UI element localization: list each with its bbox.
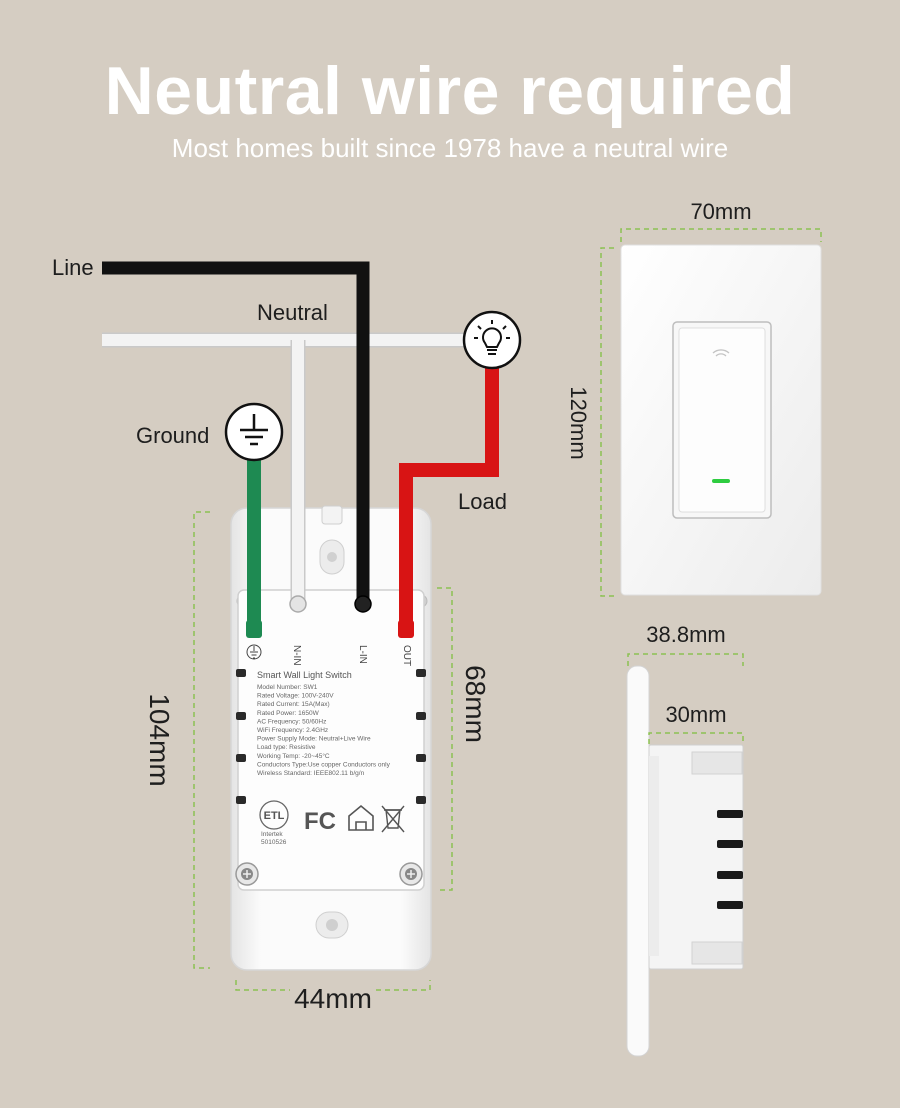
spec-line: AC Frequency: 50/60Hz: [257, 718, 326, 725]
spec-line: Working Temp: -20~45°C: [257, 752, 330, 760]
terminal-label-out: OUT: [401, 645, 412, 666]
spec-line: Rated Voltage: 100V-240V: [257, 693, 334, 700]
switch-back-view: N-IN L-IN OUT Smart Wall Light Switch Mo…: [230, 505, 432, 971]
line-terminal: [354, 595, 372, 613]
ground-terminal: [246, 620, 262, 638]
ground-icon: [224, 402, 284, 462]
wires: [102, 261, 499, 638]
side-notches-profile: [717, 810, 743, 909]
side-notches: [236, 669, 426, 804]
dimension-lines: [193, 511, 453, 991]
page-title: Neutral wire required: [104, 53, 796, 129]
status-led: [712, 479, 730, 483]
dim-width-back: 44mm: [294, 983, 372, 1014]
dim-terminal-span: 68mm: [460, 665, 491, 743]
dim-depth-body: 30mm: [665, 702, 726, 727]
etl-cert-logo: ETL Intertek 5010526: [259, 800, 289, 846]
spec-line: Wireless Standard: IEEE802.11 b/g/n: [257, 770, 365, 777]
dim-depth-total: 38.8mm: [646, 622, 725, 647]
svg-text:ETL: ETL: [264, 810, 285, 822]
page-subtitle: Most homes built since 1978 have a neutr…: [171, 133, 729, 163]
bottom-screw-left: [235, 862, 259, 886]
strap-tab: [321, 505, 343, 525]
ground-label: Ground: [136, 423, 209, 448]
side-body: [648, 744, 744, 970]
ground-terminal-symbol: [246, 644, 262, 660]
side-plate: [626, 665, 650, 1057]
dim-plate-width: 70mm: [690, 199, 751, 224]
switch-side-view: [626, 665, 744, 1057]
dim-height-back: 104mm: [144, 693, 175, 786]
svg-text:Intertek: Intertek: [261, 831, 283, 838]
house-icon: [348, 804, 374, 831]
spec-line: Rated Power: 1650W: [257, 710, 320, 717]
dim-plate-height: 120mm: [566, 386, 591, 459]
terminal-label-n-in: N-IN: [291, 645, 302, 666]
spec-line: Rated Current: 15A(Max): [257, 701, 330, 708]
fc-cert-logo: FC: [304, 808, 336, 835]
load-wire: [399, 366, 499, 630]
load-terminal: [398, 620, 414, 638]
spec-line: Model Number: SW1: [257, 684, 318, 691]
light-bulb-icon: [462, 310, 522, 370]
spec-line: Conductors Type:Use copper Conductors on…: [257, 761, 391, 768]
line-label: Line: [52, 255, 94, 280]
switch-body: [237, 589, 425, 891]
svg-text:5010526: 5010526: [261, 839, 287, 846]
product-name: Smart Wall Light Switch: [257, 670, 352, 680]
spec-line: Power Supply Mode: Neutral+Live Wire: [257, 736, 371, 743]
wifi-icon: [712, 349, 730, 357]
neutral-terminal: [289, 595, 307, 613]
load-label: Load: [458, 489, 507, 514]
switch-front-view: [620, 244, 822, 596]
bottom-screw-right: [399, 862, 423, 886]
spec-line: WiFi Frequency: 2.4GHz: [257, 727, 328, 734]
neutral-label: Neutral: [257, 300, 328, 325]
weee-bin-icon: [381, 805, 405, 833]
spec-line: Load type: Resistive: [257, 744, 316, 751]
line-wire: [102, 261, 370, 600]
terminal-label-l-in: L-IN: [357, 645, 368, 664]
